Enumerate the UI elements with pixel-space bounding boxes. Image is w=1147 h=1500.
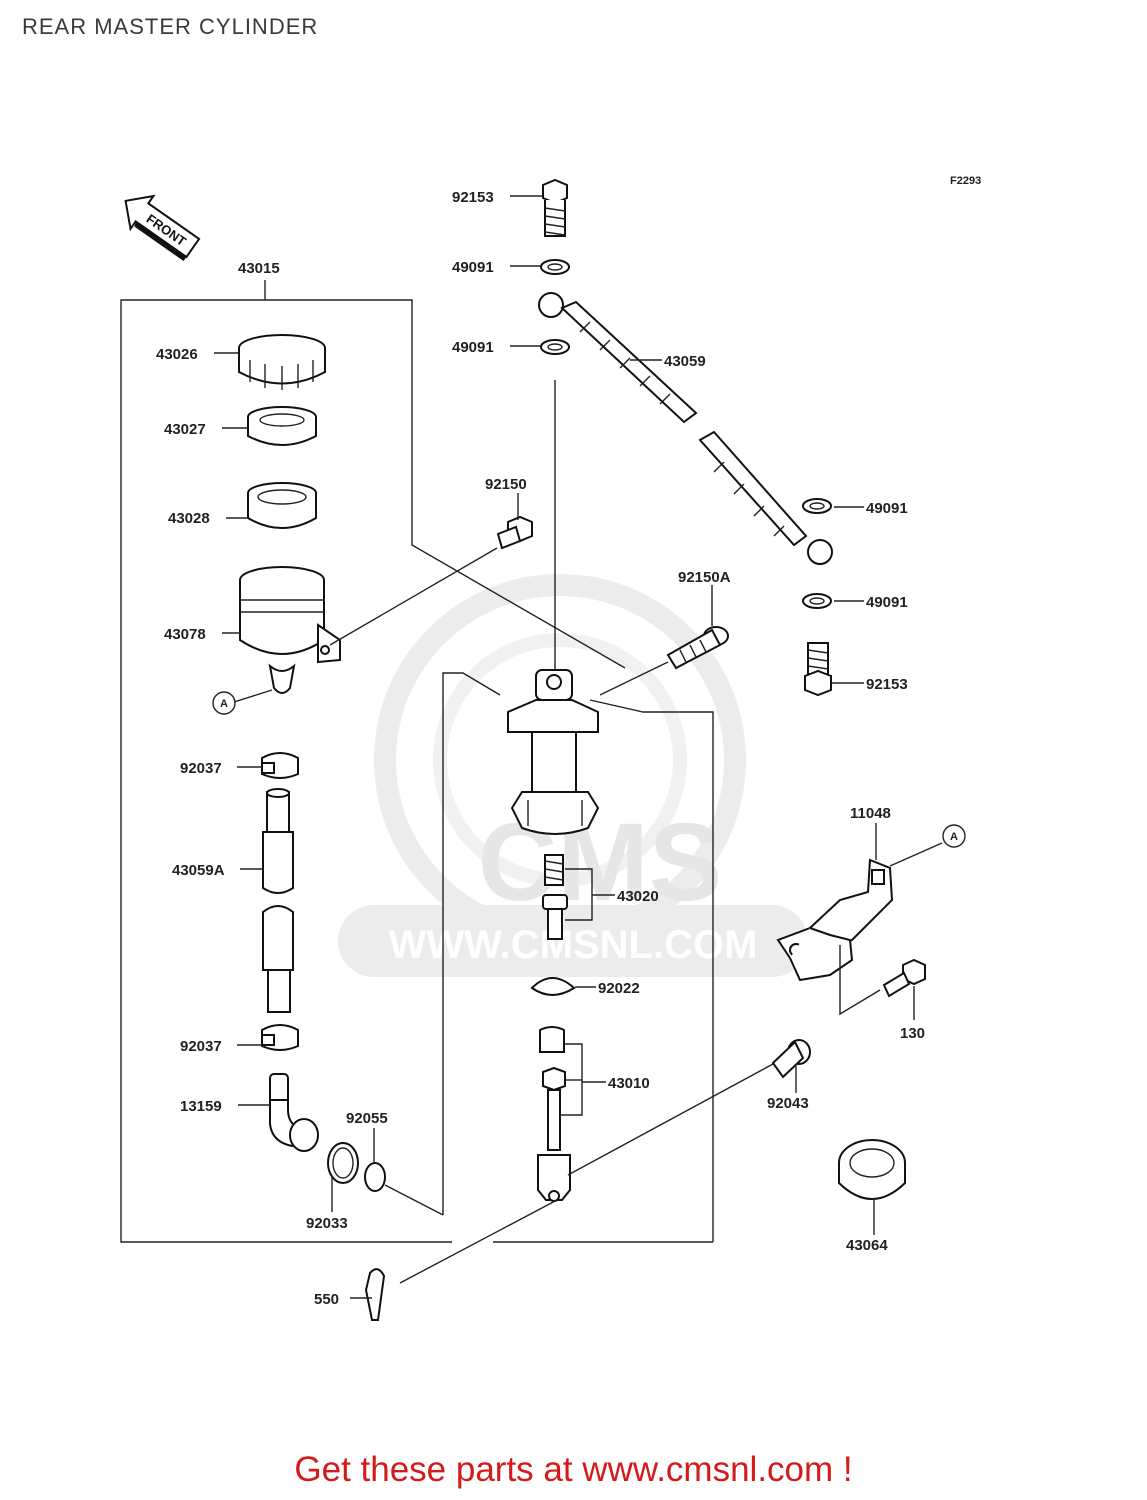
pivot-pin — [771, 1039, 811, 1079]
callout-43026: 43026 — [156, 346, 198, 363]
front-arrow-icon: FRONT — [124, 194, 201, 262]
callout-43059A: 43059A — [172, 862, 225, 879]
hose-fitting-elbow — [269, 1073, 319, 1152]
washer-2 — [540, 339, 570, 355]
callout-92033: 92033 — [306, 1215, 348, 1232]
washer-4 — [802, 593, 832, 609]
grommet — [838, 1139, 906, 1200]
watermark-url: WWW.CMSNL.COM — [389, 923, 758, 967]
callout-92153-top: 92153 — [452, 189, 494, 206]
cotter-pin — [364, 1268, 386, 1321]
assembly-frame-cylinder — [442, 672, 714, 1242]
ref-mark-a-right-label: A — [950, 831, 958, 843]
mounting-bolt — [496, 515, 533, 550]
callout-49091-c: 49091 — [866, 500, 908, 517]
callout-130: 130 — [900, 1025, 925, 1042]
callout-92055: 92055 — [346, 1110, 388, 1127]
callout-92150A: 92150A — [678, 569, 731, 586]
callout-43064: 43064 — [846, 1237, 888, 1254]
reservoir-plate — [247, 406, 317, 446]
push-rod-assembly — [537, 1026, 571, 1202]
hose-clamp-upper — [261, 752, 299, 779]
callout-92043: 92043 — [767, 1095, 809, 1112]
mounting-bolt-a — [666, 626, 729, 670]
brake-hose — [538, 292, 833, 565]
piston-kit — [542, 854, 568, 940]
footer-cta-link[interactable]: Get these parts at www.cmsnl.com ! — [294, 1450, 853, 1489]
callout-49091-d: 49091 — [866, 594, 908, 611]
o-ring — [364, 1162, 386, 1192]
callout-550: 550 — [314, 1291, 339, 1308]
banjo-bolt-right — [804, 642, 832, 697]
callout-92022: 92022 — [598, 980, 640, 997]
ref-mark-a-left-label: A — [220, 698, 228, 710]
bracket-bolt — [882, 958, 926, 998]
reservoir-cap — [238, 334, 326, 390]
callout-43015: 43015 — [238, 260, 280, 277]
circlip — [327, 1142, 359, 1184]
reservoir-hose — [262, 788, 294, 1013]
hose-clamp-lower — [261, 1024, 299, 1051]
callout-92153-right: 92153 — [866, 676, 908, 693]
callout-43028: 43028 — [168, 510, 210, 527]
washer-1 — [540, 259, 570, 275]
bracket — [776, 858, 894, 982]
callout-92037-lower: 92037 — [180, 1038, 222, 1055]
washer-3 — [802, 498, 832, 514]
watermark-logo: CMS — [478, 801, 722, 924]
leader-lines — [214, 195, 943, 1299]
figure-code: F2293 — [950, 175, 981, 187]
reservoir-tank — [239, 566, 341, 694]
callout-43020: 43020 — [617, 888, 659, 905]
callout-43059: 43059 — [664, 353, 706, 370]
master-cylinder-body — [507, 669, 600, 835]
reservoir-diaphragm — [247, 482, 317, 529]
callout-43027: 43027 — [164, 421, 206, 438]
retaining-circlip — [530, 977, 576, 996]
callout-92150: 92150 — [485, 476, 527, 493]
page-title: REAR MASTER CYLINDER — [22, 14, 319, 39]
callout-49091-a: 49091 — [452, 259, 494, 276]
callout-43078: 43078 — [164, 626, 206, 643]
callout-49091-b: 49091 — [452, 339, 494, 356]
ref-mark-a-left: A — [212, 691, 236, 715]
callout-labels: 92153 49091 49091 43059 49091 49091 9215… — [156, 189, 925, 1308]
ref-mark-a-right: A — [942, 824, 966, 848]
callout-92037-upper: 92037 — [180, 760, 222, 777]
assembly-frame-43015 — [120, 280, 713, 1243]
callout-43010: 43010 — [608, 1075, 650, 1092]
callout-13159: 13159 — [180, 1098, 222, 1115]
banjo-bolt-top — [542, 178, 568, 237]
callout-11048: 11048 — [850, 805, 891, 822]
